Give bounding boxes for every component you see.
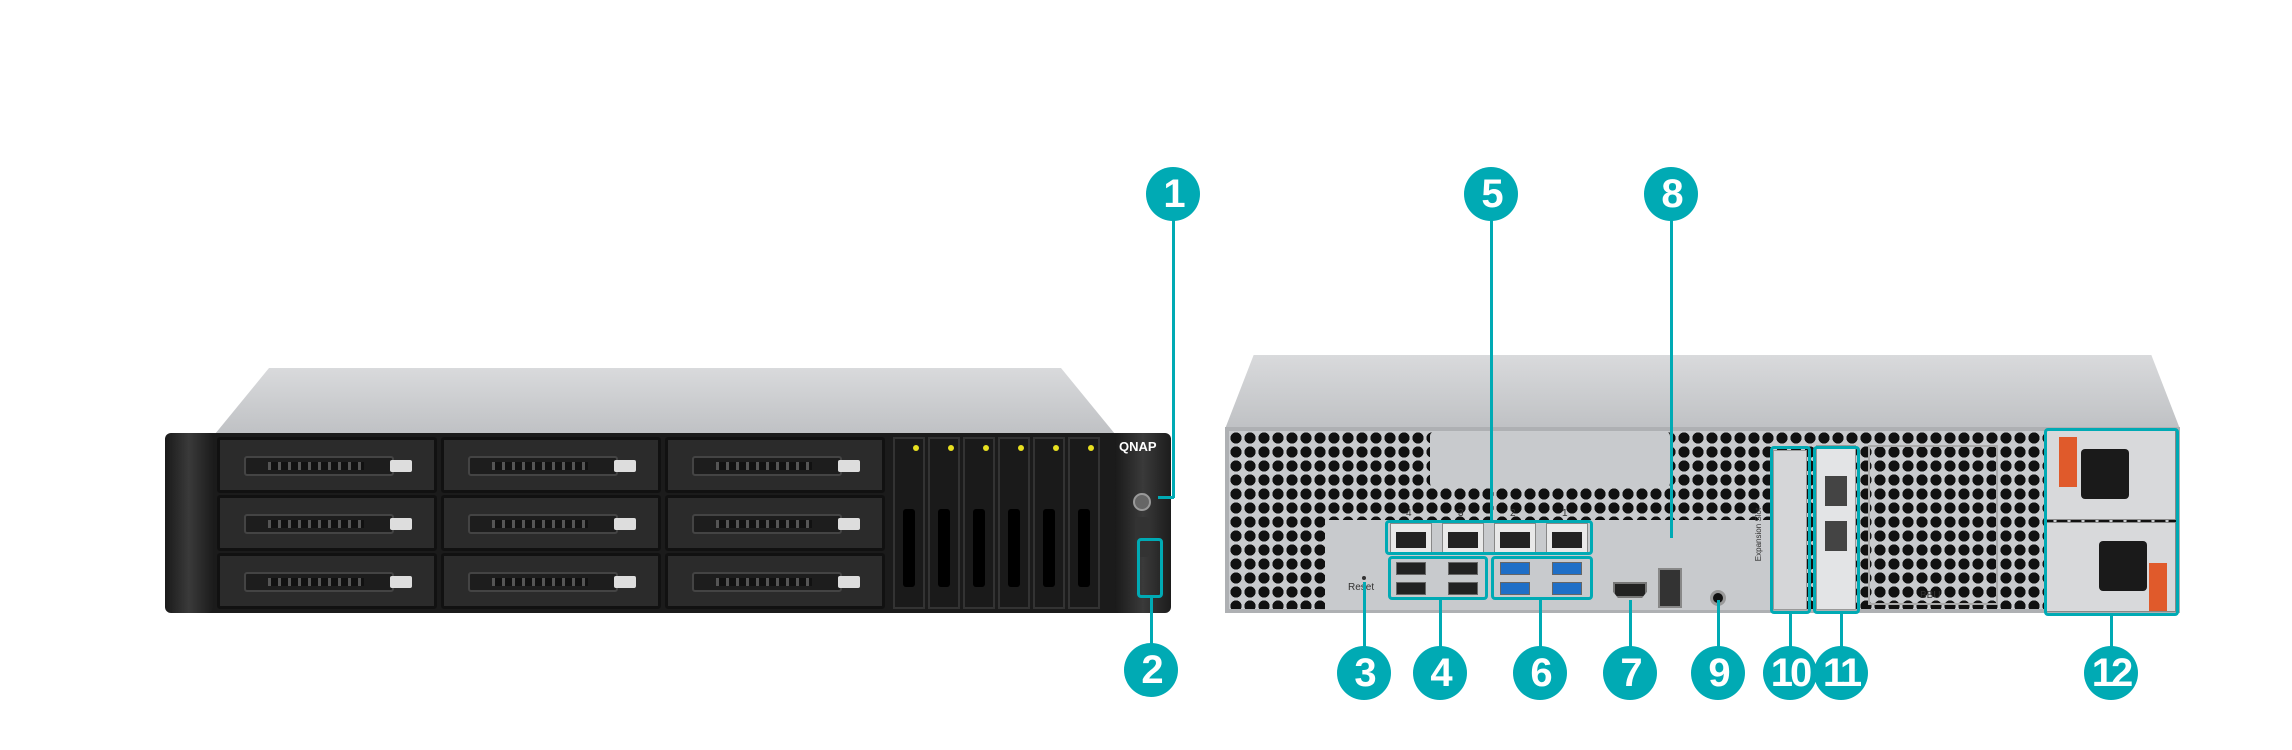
leader-line-2 <box>1150 598 1153 658</box>
power-socket-icon <box>2099 541 2147 591</box>
leader-line-11 <box>1840 614 1843 660</box>
expansion-slot-1[interactable] <box>1773 450 1807 610</box>
leader-line-5 <box>1490 210 1493 520</box>
callout-2: 2 <box>1124 643 1178 697</box>
lan-port-label: 2 <box>1510 508 1516 519</box>
lan-port[interactable] <box>1546 523 1588 553</box>
leader-line-12 <box>2110 616 2113 660</box>
callout-4: 4 <box>1413 646 1467 700</box>
usb3-port[interactable] <box>1500 562 1530 575</box>
leader-line-1-h <box>1158 496 1174 499</box>
highlight-lan-ports <box>1385 520 1593 555</box>
drive-bay-2.5[interactable] <box>1068 437 1100 609</box>
lan-port-label: 1 <box>1562 508 1568 519</box>
highlight-usb3-ports <box>1491 556 1593 600</box>
drive-bay-3.5[interactable] <box>217 495 437 551</box>
highlight-expansion-slot-1 <box>1770 446 1811 614</box>
drive-bay-3.5[interactable] <box>665 495 885 551</box>
reset-button[interactable] <box>1362 576 1366 580</box>
leader-line-8 <box>1670 210 1673 538</box>
drive-bay-3.5[interactable] <box>441 437 661 493</box>
highlight-psus <box>2044 428 2179 616</box>
callout-1: 1 <box>1146 167 1200 221</box>
bbu-label: BBU <box>1920 590 1941 601</box>
usb2-port[interactable] <box>1396 562 1426 575</box>
leader-line-10 <box>1789 614 1792 660</box>
drive-bay-3.5[interactable] <box>665 553 885 609</box>
leader-line-9 <box>1717 600 1720 660</box>
usb2-port[interactable] <box>1448 582 1478 595</box>
callout-6: 6 <box>1513 646 1567 700</box>
lan-port[interactable] <box>1494 523 1536 553</box>
callout-7: 7 <box>1603 646 1657 700</box>
leader-line-1 <box>1172 210 1175 498</box>
highlight-usb2-ports <box>1388 556 1488 600</box>
expansion-slot-label: Expansion Slot <box>1754 507 1764 562</box>
lan-port-label: 4 <box>1406 508 1412 519</box>
callout-9: 9 <box>1691 646 1745 700</box>
power-socket-icon <box>2081 449 2129 499</box>
drive-bay-2.5[interactable] <box>928 437 960 609</box>
usb2-port[interactable] <box>1448 562 1478 575</box>
lan-port[interactable] <box>1442 523 1484 553</box>
left-ear <box>165 433 213 613</box>
drive-bay-3.5[interactable] <box>217 437 437 493</box>
drive-bay-3.5[interactable] <box>217 553 437 609</box>
mini-sas-port[interactable] <box>1658 568 1682 608</box>
usb2-port[interactable] <box>1396 582 1426 595</box>
callout-5: 5 <box>1464 167 1518 221</box>
usb3-port[interactable] <box>1552 582 1582 595</box>
highlight-status-leds <box>1137 538 1163 598</box>
psu-1[interactable] <box>2046 430 2176 520</box>
rear-top-cover <box>1225 355 2180 429</box>
expansion-slot-2[interactable] <box>1816 445 1856 610</box>
leader-line-7 <box>1629 600 1632 660</box>
reset-label: Reset <box>1348 582 1375 593</box>
usb3-port[interactable] <box>1500 582 1530 595</box>
drive-bay-3.5[interactable] <box>665 437 885 493</box>
rear-unit: Reset 4 3 2 1 Expansion Slot BBU <box>1220 350 2185 620</box>
psu-2[interactable] <box>2046 522 2176 612</box>
callout-10: 10 <box>1763 646 1817 700</box>
mounting-bracket <box>1430 432 1670 487</box>
callout-3: 3 <box>1337 646 1391 700</box>
leader-line-3 <box>1363 582 1366 662</box>
power-button[interactable] <box>1133 493 1151 511</box>
drive-bay-2.5[interactable] <box>998 437 1030 609</box>
drive-bay-3.5[interactable] <box>441 495 661 551</box>
callout-12: 12 <box>2084 646 2138 700</box>
leader-line-6 <box>1539 600 1542 660</box>
highlight-expansion-slot-2 <box>1813 446 1860 614</box>
lan-port-label: 3 <box>1458 508 1464 519</box>
drive-bay-3.5[interactable] <box>441 553 661 609</box>
usb3-port[interactable] <box>1552 562 1582 575</box>
leader-line-4 <box>1439 600 1442 660</box>
hdmi-port[interactable] <box>1613 582 1647 598</box>
front-unit: QNAP <box>165 365 1171 615</box>
drive-bay-2.5[interactable] <box>893 437 925 609</box>
drive-bay-2.5[interactable] <box>1033 437 1065 609</box>
callout-8: 8 <box>1644 167 1698 221</box>
bbu-bay <box>1868 445 1998 605</box>
front-top-cover <box>215 368 1115 434</box>
psu-1-handle[interactable] <box>2059 437 2077 487</box>
lan-port[interactable] <box>1390 523 1432 553</box>
psu-2-handle[interactable] <box>2149 563 2167 611</box>
callout-11: 11 <box>1814 646 1868 700</box>
qnap-logo: QNAP <box>1119 439 1157 454</box>
drive-bay-2.5[interactable] <box>963 437 995 609</box>
